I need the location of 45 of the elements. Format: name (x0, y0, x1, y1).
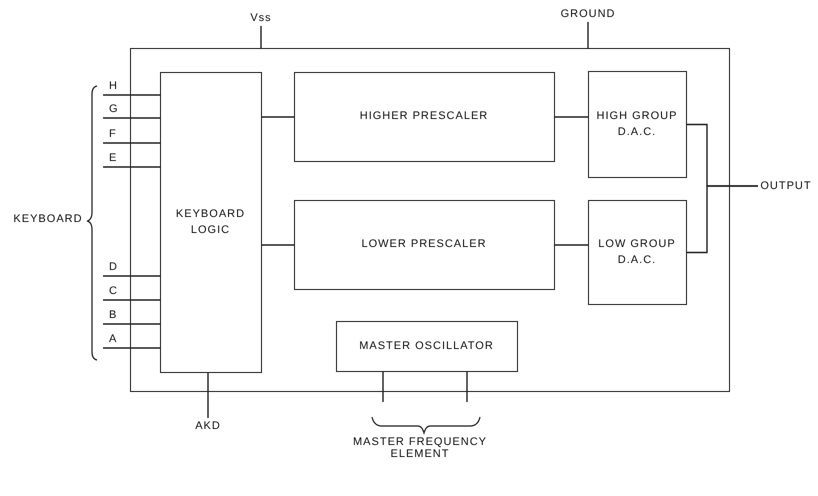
edge-label: A (108, 333, 118, 345)
block-box (336, 320, 518, 372)
edge-label: G (108, 103, 119, 115)
block-label: LOWER PRESCALER (361, 237, 487, 252)
block-label: MASTER OSCILLATOR (359, 338, 494, 354)
edge-label: C (108, 285, 118, 297)
connector-line (260, 26, 262, 48)
connector-line (262, 244, 294, 246)
block-box (294, 72, 554, 162)
connector-line (555, 116, 588, 118)
connector-line (103, 323, 160, 325)
block-box (160, 72, 262, 372)
block-box (588, 200, 686, 304)
block-label: HIGHER PRESCALER (360, 109, 488, 124)
chip-outline (130, 48, 730, 392)
connector-line (103, 347, 160, 349)
edge-label: H (108, 80, 118, 92)
block-box (588, 70, 686, 178)
connector-line (587, 22, 589, 48)
pin-label: AKD (190, 418, 226, 434)
connector-line (103, 166, 160, 168)
pin-label: OUTPUT (758, 178, 814, 194)
block-label: LOW GROUP D.A.C. (597, 236, 677, 268)
block-box (294, 200, 554, 290)
connector-line (207, 373, 209, 418)
connector-line (103, 275, 160, 277)
connector-line (262, 116, 294, 118)
connector-line (555, 244, 588, 246)
pin-label: GROUND (562, 6, 614, 22)
edge-label: B (108, 309, 118, 321)
edge-label: F (108, 128, 117, 140)
connector-line (466, 372, 468, 402)
block-label: HIGH GROUP D.A.C. (596, 108, 678, 140)
edge-label: D (108, 261, 118, 273)
block-label: KEYBOARD LOGIC (174, 206, 246, 238)
connector-line (103, 142, 160, 144)
annotation-label: MASTER FREQUENCY ELEMENT (352, 436, 488, 460)
connector-line (103, 299, 160, 301)
pin-label: Vss (246, 10, 276, 26)
annotation-label: KEYBOARD (12, 213, 84, 225)
connector-line (103, 94, 160, 96)
connector-line (103, 117, 160, 119)
connector-line (382, 372, 384, 402)
connector-line (687, 185, 758, 254)
edge-label: E (108, 152, 118, 164)
